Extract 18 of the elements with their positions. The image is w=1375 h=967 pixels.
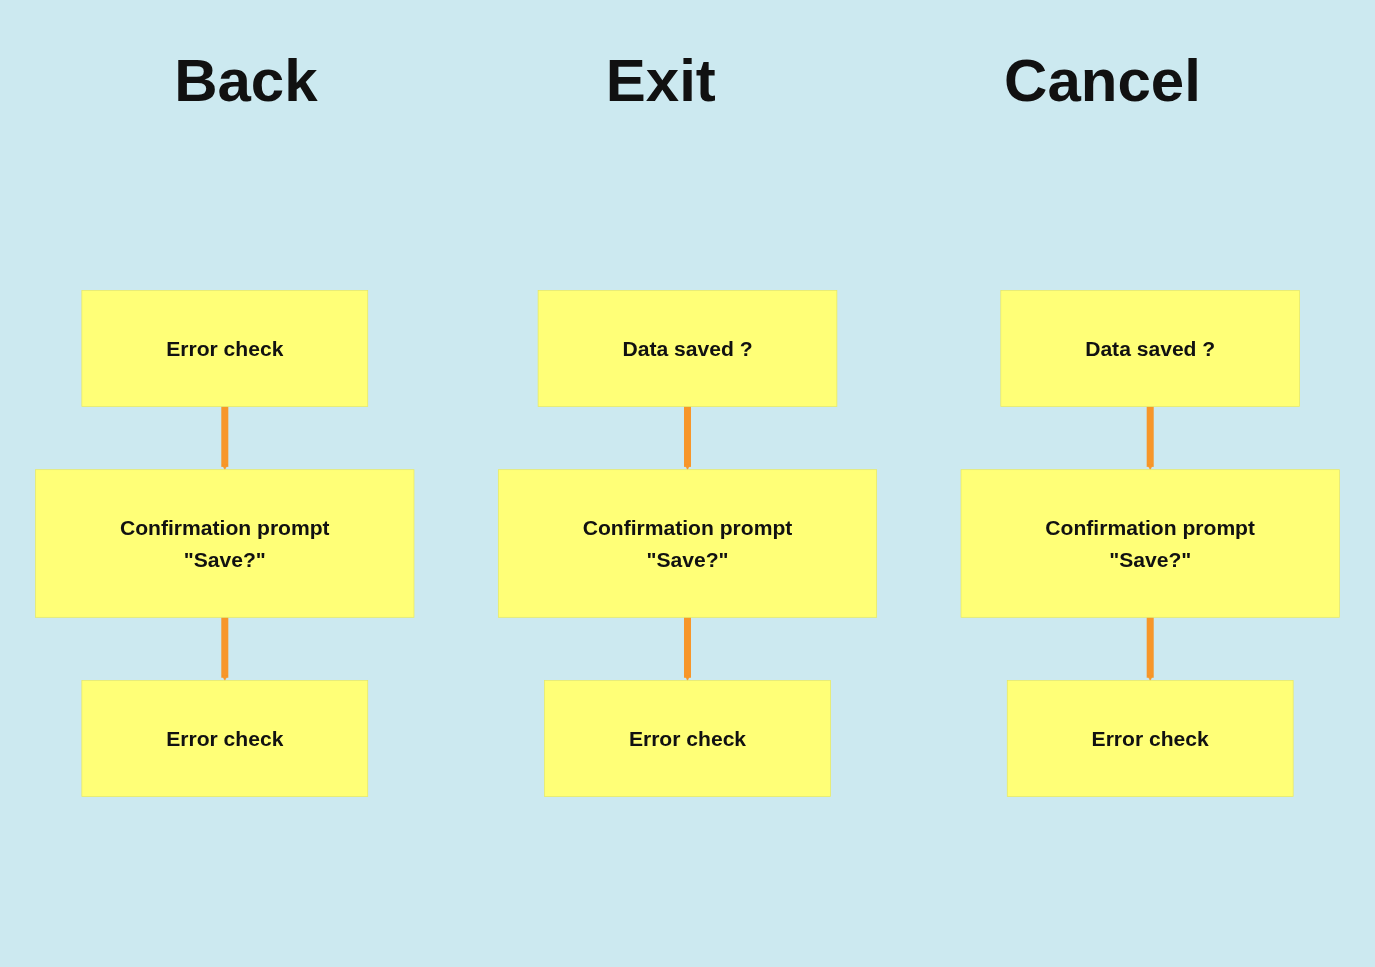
arrow — [1146, 617, 1154, 681]
node-box: Confirmation prompt "Save?" — [35, 469, 415, 618]
arrow — [221, 406, 229, 470]
arrow — [684, 617, 691, 681]
arrow — [1146, 406, 1154, 470]
column-heading: Cancel — [1004, 45, 1201, 115]
column-heading: Exit — [605, 45, 716, 115]
node-box: Data saved ? — [1000, 290, 1300, 407]
node-box: Error check — [81, 680, 369, 797]
column-heading: Back — [174, 45, 318, 115]
node-box: Error check — [544, 680, 831, 797]
arrow — [221, 617, 229, 681]
node-box: Data saved ? — [537, 290, 838, 407]
node-box: Error check — [81, 290, 369, 407]
node-box: Error check — [1006, 680, 1294, 797]
node-box: Confirmation prompt "Save?" — [497, 469, 878, 618]
arrow — [684, 406, 691, 470]
node-box: Confirmation prompt "Save?" — [960, 469, 1340, 618]
